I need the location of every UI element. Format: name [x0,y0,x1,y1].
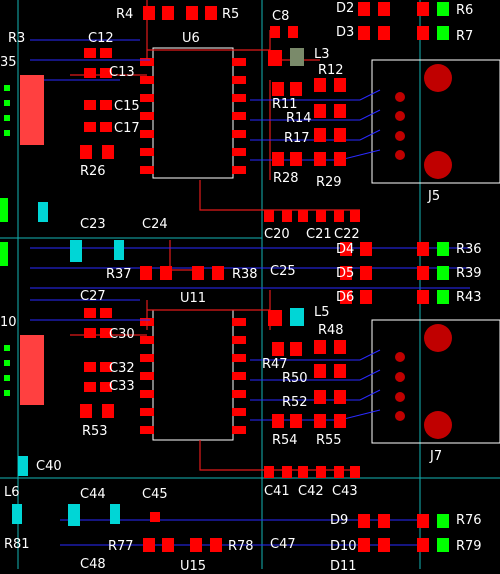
label-r11: R11 [272,97,298,112]
label-r7: R7 [456,29,474,44]
label-c47: C47 [270,537,296,552]
label-c43: C43 [332,484,358,499]
label-d10: D10 [330,539,357,554]
label-c20: C20 [264,227,290,242]
label-r37: R37 [106,267,132,282]
label-u6: U6 [182,31,200,46]
label-c17: C17 [114,121,140,136]
label-u15: U15 [180,559,207,574]
label-c48: C48 [80,557,106,572]
label-r6: R6 [456,3,474,18]
label-r36: R36 [456,242,482,257]
label-c15: C15 [114,99,140,114]
label-r77: R77 [108,539,134,554]
label-r29: R29 [316,175,342,190]
label-l6: L6 [4,485,20,500]
label-d4: D4 [336,242,355,257]
ic-u6[interactable] [140,47,246,179]
label-d5: D5 [336,266,355,281]
qfn-pads [4,75,44,405]
label-r17: R17 [284,131,310,146]
label-c30: C30 [109,327,135,342]
label-c44: C44 [80,487,106,502]
label-l3: L3 [314,47,330,62]
label-u11: U11 [180,291,207,306]
label-r5: R5 [222,7,240,22]
label-c41: C41 [264,484,290,499]
label-r50: R50 [282,371,308,386]
label-l5: L5 [314,305,330,320]
label-c23: C23 [80,217,106,232]
label-r52: R52 [282,395,308,410]
label-c24: C24 [142,217,168,232]
label-r47: R47 [262,357,288,372]
label-r79: R79 [456,539,482,554]
label-c13: C13 [109,65,135,80]
label-r12: R12 [318,63,344,78]
label-r26: R26 [80,164,106,179]
connector-j5[interactable] [371,59,500,184]
label-c32: C32 [109,361,135,376]
label-r3: R3 [8,31,26,46]
label-r78: R78 [228,539,254,554]
label-r55: R55 [316,433,342,448]
label-r35: 35 [0,55,17,70]
label-r39: R39 [456,266,482,281]
ic-u11[interactable] [140,309,246,441]
label-c33: C33 [109,379,135,394]
label-d11: D11 [330,559,357,574]
label-r54: R54 [272,433,298,448]
label-l10: 10 [0,315,17,330]
label-r81: R81 [4,537,30,552]
label-c22: C22 [334,227,360,242]
label-r48: R48 [318,323,344,338]
label-c27: C27 [80,289,106,304]
label-c12: C12 [88,31,114,46]
label-c40: C40 [36,459,62,474]
label-c42: C42 [298,484,324,499]
label-d3: D3 [336,25,355,40]
label-j7: J7 [430,449,443,464]
label-j5: J5 [428,189,441,204]
connector-j7[interactable] [371,319,500,444]
label-r43: R43 [456,290,482,305]
label-c21: C21 [306,227,332,242]
label-r38: R38 [232,267,258,282]
passive-pads[interactable] [0,2,449,552]
label-d9: D9 [330,513,349,528]
label-c8: C8 [272,9,290,24]
label-r53: R53 [82,424,108,439]
label-d6: D6 [336,290,355,305]
label-r28: R28 [273,171,299,186]
label-r4: R4 [116,7,134,22]
label-c25: C25 [270,264,296,279]
label-r14: R14 [286,111,312,126]
label-r76: R76 [456,513,482,528]
label-c45: C45 [142,487,168,502]
label-d2: D2 [336,1,355,16]
